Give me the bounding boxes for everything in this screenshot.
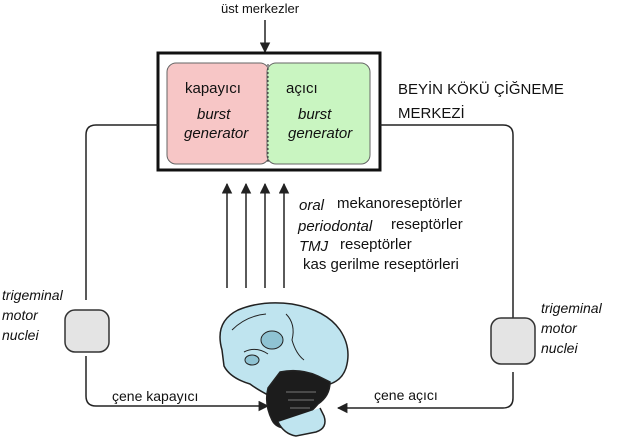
jaw-opener-label: çene açıcı: [374, 387, 438, 403]
right-nucleus-wire: [336, 372, 514, 414]
receptor-2-text: reseptörler: [391, 216, 463, 233]
receptor-3-prefix: TMJ: [299, 238, 329, 255]
left-nucleus-line1: trigeminal: [2, 287, 63, 303]
right-nucleus-line2: motor: [541, 320, 577, 336]
left-nucleus-line3: nuclei: [2, 327, 39, 343]
receptor-1-text: mekanoreseptörler: [337, 195, 463, 212]
right-output-wire: [380, 124, 514, 318]
top-input-label: üst merkezler: [221, 1, 300, 16]
right-nucleus-line3: nuclei: [541, 340, 578, 356]
left-nucleus-shape: [64, 309, 110, 353]
receptor-2-prefix: periodontal: [298, 218, 373, 235]
center-title-line1: BEYİN KÖKÜ ÇİĞNEME: [398, 81, 564, 98]
left-output-wire: [85, 124, 158, 300]
left-nucleus-wire: [85, 356, 270, 412]
center-title-line2: MERKEZİ: [398, 105, 465, 122]
opener-sub2: generator: [288, 125, 353, 142]
receptor-4-text: kas gerilme reseptörleri: [303, 256, 459, 273]
opener-title: açıcı: [286, 80, 318, 97]
receptor-3-text: reseptörler: [340, 236, 412, 253]
opener-sub1: burst: [298, 106, 332, 123]
receptor-1-prefix: oral: [299, 197, 325, 214]
jaw-closer-label: çene kapayıcı: [112, 388, 199, 404]
closer-sub1: burst: [197, 106, 231, 123]
skull-illustration: [219, 302, 349, 437]
left-nucleus-line2: motor: [2, 307, 38, 323]
closer-sub2: generator: [184, 125, 249, 142]
right-nucleus-line1: trigeminal: [541, 300, 602, 316]
opener-generator-box: [266, 62, 371, 165]
right-nucleus-shape: [490, 317, 536, 365]
closer-title: kapayıcı: [185, 80, 241, 97]
